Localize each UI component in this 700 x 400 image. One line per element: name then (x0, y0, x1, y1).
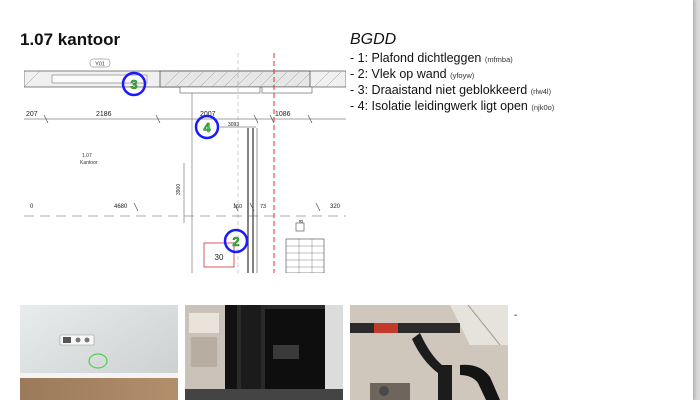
box-30: 30 (215, 253, 224, 262)
tag-y01: Y01 (95, 62, 105, 68)
issue-item: - 4: Isolatie leidingwerk ligt open (njk… (350, 99, 690, 115)
issue-marker-3-label: 3 (130, 77, 137, 92)
dim-320: 320 (330, 204, 341, 210)
issue-marker-3[interactable]: 3 (121, 71, 147, 97)
issue-prefix: - 3: (350, 83, 372, 97)
issue-marker-2-label: 2 (232, 234, 239, 249)
issue-list: - 1: Plafond dichtleggen (mfmba) - 2: Vl… (350, 51, 690, 115)
photo-note: - (514, 310, 518, 321)
issue-prefix: - 1: (350, 51, 372, 65)
dim-160: 160 (233, 204, 242, 210)
dim-4680: 4680 (114, 204, 128, 210)
issue-text: Vlek op wand (371, 67, 447, 81)
photo-window-image (185, 305, 343, 400)
issue-text: Draaistand niet geblokkeerd (371, 83, 528, 97)
issue-code: (rlw4l) (530, 87, 552, 96)
issue-panel: BGDD - 1: Plafond dichtleggen (mfmba) - … (350, 31, 690, 115)
dim-3093: 3093 (228, 122, 239, 128)
room-name-label: Kantoor (80, 160, 98, 166)
dim-207: 207 (26, 111, 38, 118)
photo-wall-socket[interactable] (20, 305, 178, 400)
dim-3900: 3900 (176, 184, 182, 195)
dim-73: 73 (260, 204, 266, 210)
category-title: BGDD (350, 31, 397, 48)
dim-0: 0 (30, 204, 34, 210)
issue-code: (mfmba) (484, 55, 513, 64)
issue-marker-4-label: 4 (203, 120, 211, 135)
floor-plan: Y01 207 2186 2007 1086 3093 1.07 Kantoor (24, 53, 346, 273)
room-title: 1.07 kantoor (20, 30, 121, 49)
issue-marker-2[interactable]: 2 (223, 228, 249, 254)
room-number-label: 1.07 (82, 153, 92, 159)
photo-wall-socket-image (20, 305, 178, 400)
issue-prefix: - 2: (350, 67, 372, 81)
issue-code: (yfoyw) (450, 71, 475, 80)
issue-text: Isolatie leidingwerk ligt open (371, 99, 528, 113)
issue-item: - 3: Draaistand niet geblokkeerd (rlw4l) (350, 83, 690, 99)
issue-code: (njk0o) (531, 103, 555, 112)
photo-window[interactable] (185, 305, 343, 400)
issue-item: - 1: Plafond dichtleggen (mfmba) (350, 51, 690, 67)
issue-text: Plafond dichtleggen (371, 51, 482, 65)
issue-prefix: - 4: (350, 99, 372, 113)
dim-2186: 2186 (96, 111, 112, 118)
dim-2007: 2007 (200, 111, 216, 118)
photo-ceiling-pipework[interactable] (350, 305, 508, 400)
floor-plan-drawing: Y01 207 2186 2007 1086 3093 1.07 Kantoor (24, 53, 346, 273)
photo-ceiling-pipework-image (350, 305, 508, 400)
dim-1086: 1086 (275, 111, 291, 118)
issue-marker-4[interactable]: 4 (194, 114, 220, 140)
issue-item: - 2: Vlek op wand (yfoyw) (350, 67, 690, 83)
